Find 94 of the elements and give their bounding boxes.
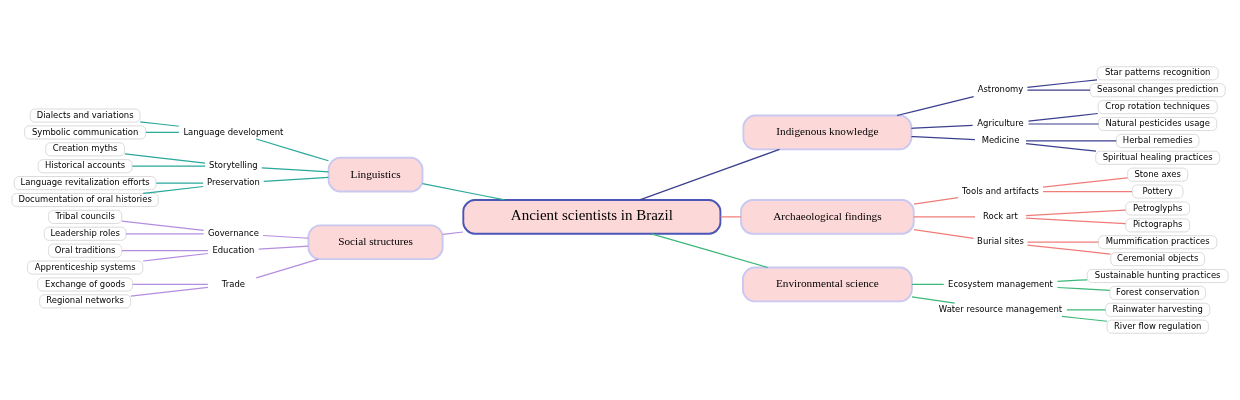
node-box: River flow regulation (1106, 319, 1209, 334)
node-box: Ancient scientists in Brazil (462, 199, 722, 235)
node-box: Indigenous knowledge (742, 114, 913, 151)
connector (155, 182, 204, 184)
connector (124, 153, 206, 164)
connector (913, 197, 959, 205)
node-text: Trade (221, 278, 245, 289)
connector (1042, 190, 1133, 193)
node-box: Rainwater harvesting (1105, 302, 1211, 317)
node-text: Tools and artifacts (962, 185, 1039, 196)
connector (1026, 241, 1099, 243)
connector (1025, 209, 1127, 217)
connector (263, 176, 330, 182)
node-text: Medicine (981, 134, 1020, 145)
node-box: Tribal councils (48, 209, 123, 224)
connector (145, 131, 180, 134)
node-box: Apprenticeship systems (26, 260, 144, 275)
node-text: Burial sites (977, 236, 1024, 247)
connector (896, 96, 975, 117)
connector (913, 216, 976, 218)
node-text: Water resource management (938, 303, 1063, 314)
node-box: Historical accounts (37, 159, 133, 174)
node-box: Stone axes (1127, 167, 1189, 182)
node-box: Petroglyphs (1125, 201, 1191, 216)
node-box: Ceremonial objects (1110, 252, 1206, 267)
node-box: Pictographs (1125, 218, 1191, 233)
connector (1026, 89, 1091, 91)
connector (261, 167, 330, 173)
connector (139, 121, 180, 127)
node-box: Natural pesticides usage (1098, 116, 1218, 132)
node-box: Oral traditions (48, 243, 123, 258)
connector (650, 233, 769, 269)
node-box: Linguistics (327, 156, 424, 193)
node-text: Storytelling (209, 160, 258, 171)
connector (142, 185, 204, 195)
connector (910, 124, 974, 129)
node-box: Seasonal changes prediction (1089, 83, 1226, 98)
connector (1027, 112, 1099, 122)
node-box: Archaeological findings (740, 199, 915, 235)
node-text: Language development (183, 126, 284, 137)
connector (639, 148, 781, 201)
connector (1025, 142, 1097, 152)
connector (910, 135, 976, 141)
node-text: Agriculture (977, 118, 1024, 129)
connector (255, 138, 330, 162)
connector (421, 183, 506, 201)
node-text: Governance (207, 227, 259, 238)
node-text: Ecosystem management (948, 278, 1053, 289)
node-box: Documentation of oral histories (11, 192, 159, 208)
node-box: Mummification practices (1098, 235, 1218, 250)
connector (255, 258, 319, 279)
node-box: Environmental science (741, 266, 913, 303)
connector (142, 252, 209, 262)
connector (1026, 244, 1112, 255)
node-text: Preservation (207, 177, 260, 188)
node-text: Rock art (983, 210, 1018, 221)
node-box: Forest conservation (1109, 285, 1206, 300)
node-box: Leadership roles (43, 226, 127, 241)
connector (1026, 79, 1098, 88)
node-box: Spiritual healing practices (1095, 150, 1221, 165)
connector (132, 283, 209, 286)
node-box: Social structures (307, 224, 444, 261)
connector (1025, 140, 1117, 142)
connector (125, 233, 205, 235)
node-box: Creation myths (45, 142, 125, 157)
connector (121, 250, 209, 252)
node-box: Herbal remedies (1115, 133, 1200, 148)
node-box: Language revitalization efforts (13, 176, 157, 191)
connector (911, 283, 945, 286)
node-text: Astronomy (977, 84, 1024, 95)
node-box: Crop rotation techniques (1097, 100, 1218, 115)
connector (913, 228, 975, 239)
connector (1056, 279, 1088, 282)
connector (121, 220, 205, 232)
node-box: Sustainable hunting practices (1086, 268, 1229, 284)
connector (1025, 217, 1127, 225)
connector (258, 245, 309, 250)
connector (442, 231, 464, 235)
connector (1061, 315, 1108, 322)
node-box: Pottery (1131, 184, 1184, 199)
node-text: Education (212, 244, 255, 255)
connector (911, 296, 956, 304)
node-box: Star patterns recognition (1096, 66, 1219, 81)
connector (719, 216, 742, 218)
connector (1042, 177, 1129, 188)
node-box: Dialects and variations (29, 108, 141, 123)
connector (1066, 309, 1107, 311)
connector (262, 234, 309, 239)
connector (1056, 286, 1111, 291)
connector (130, 286, 209, 297)
node-box: Exchange of goods (37, 277, 133, 292)
node-box: Regional networks (39, 294, 132, 309)
connector (131, 165, 206, 167)
node-box: Symbolic communication (24, 125, 147, 140)
